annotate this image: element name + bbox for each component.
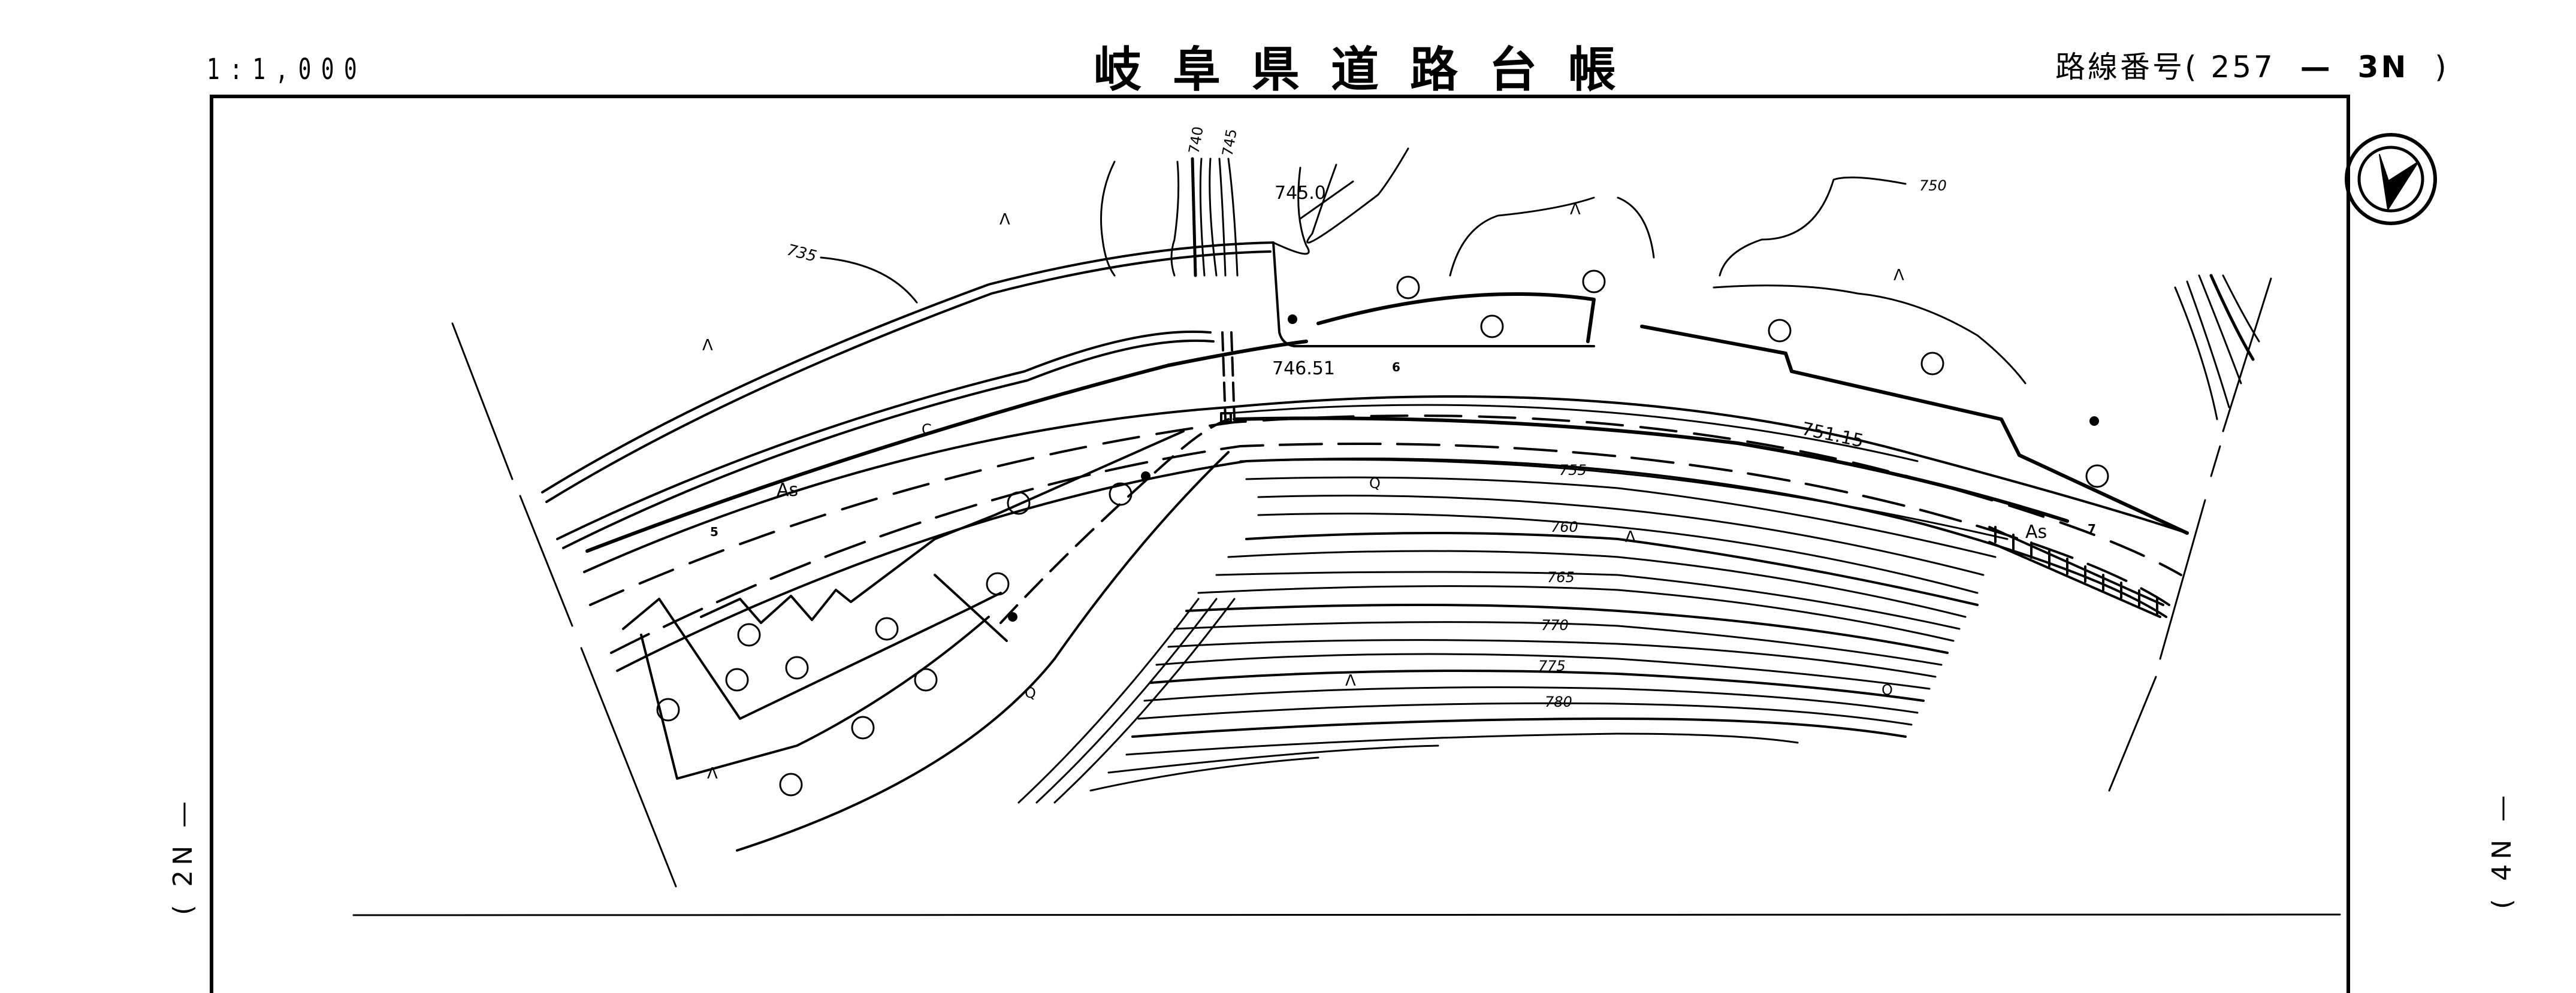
route-number-value: 257: [2210, 50, 2275, 84]
tree-symbols: [656, 270, 2109, 797]
side-road: [1220, 331, 1236, 423]
carriageway: [583, 395, 2188, 672]
contour-label: 780: [1545, 694, 1572, 710]
landslide-symbol: Q: [1025, 685, 1036, 701]
contour-label: 765: [1547, 569, 1575, 586]
landslide-symbol: Q: [1369, 475, 1381, 492]
sheet-cut-lines: [451, 277, 2272, 888]
contour-label: 775: [1538, 658, 1566, 674]
north-arrow-icon: [2345, 133, 2437, 225]
contour-label: 760: [1551, 519, 1578, 535]
utility-poles: [1008, 314, 2099, 622]
sheet-code: 3N: [2357, 50, 2409, 84]
route-number-label: 路線番号: [2055, 50, 2185, 84]
route-close-paren: ): [2435, 50, 2449, 84]
map-labels: 735 740 745 750 755 760 765 770 775 780 …: [702, 125, 2096, 783]
land-symbol: Λ: [707, 765, 718, 783]
contour-label: 750: [1919, 177, 1947, 194]
land-symbol: Λ: [1570, 201, 1581, 219]
land-symbol: Λ: [702, 337, 713, 355]
land-symbol: Λ: [1894, 267, 1904, 284]
contour-label: 755: [1559, 462, 1587, 479]
contour-label: 740: [1185, 125, 1207, 155]
surface-label-asphalt: As: [2025, 522, 2047, 543]
curb-label: C: [922, 421, 932, 438]
contour-label: 770: [1541, 617, 1569, 634]
road-edge-upper: [541, 241, 1595, 549]
station-number: 6: [1392, 360, 1400, 374]
land-symbol: Λ: [1625, 528, 1636, 546]
road-map-drawing: 735 740 745 750 755 760 765 770 775 780 …: [352, 125, 2437, 916]
route-open-paren: (: [2185, 50, 2199, 84]
retaining-wall: [585, 340, 2069, 553]
surface-label-asphalt: As: [777, 480, 798, 501]
land-symbol: Λ: [1345, 672, 1356, 690]
crib-wall: [1988, 526, 2164, 618]
road-edge-right: [1316, 292, 2189, 535]
map-scale: 1:1,000: [207, 53, 367, 86]
document-title: 岐阜県道路台帳: [1094, 42, 1647, 98]
contour-lines-south: [1017, 274, 2260, 804]
landslide-symbol: Q: [1882, 682, 1893, 698]
station-number: 7: [2088, 522, 2096, 536]
route-separator: —: [2300, 50, 2333, 84]
station-number: 5: [710, 525, 718, 539]
lower-boundary: [622, 418, 1230, 852]
contour-lines-north: [820, 147, 2027, 385]
contour-label: 745: [1219, 128, 1240, 158]
map-frame: [210, 95, 2350, 993]
route-number: 路線番号( 257 — 3N ): [2055, 43, 2449, 86]
spot-height: 746.51: [1272, 358, 1335, 379]
spot-height: 751.15: [1799, 419, 1865, 452]
contour-label: 735: [785, 241, 818, 266]
land-symbol: Λ: [999, 211, 1010, 229]
spot-height: 745.0: [1275, 183, 1326, 204]
